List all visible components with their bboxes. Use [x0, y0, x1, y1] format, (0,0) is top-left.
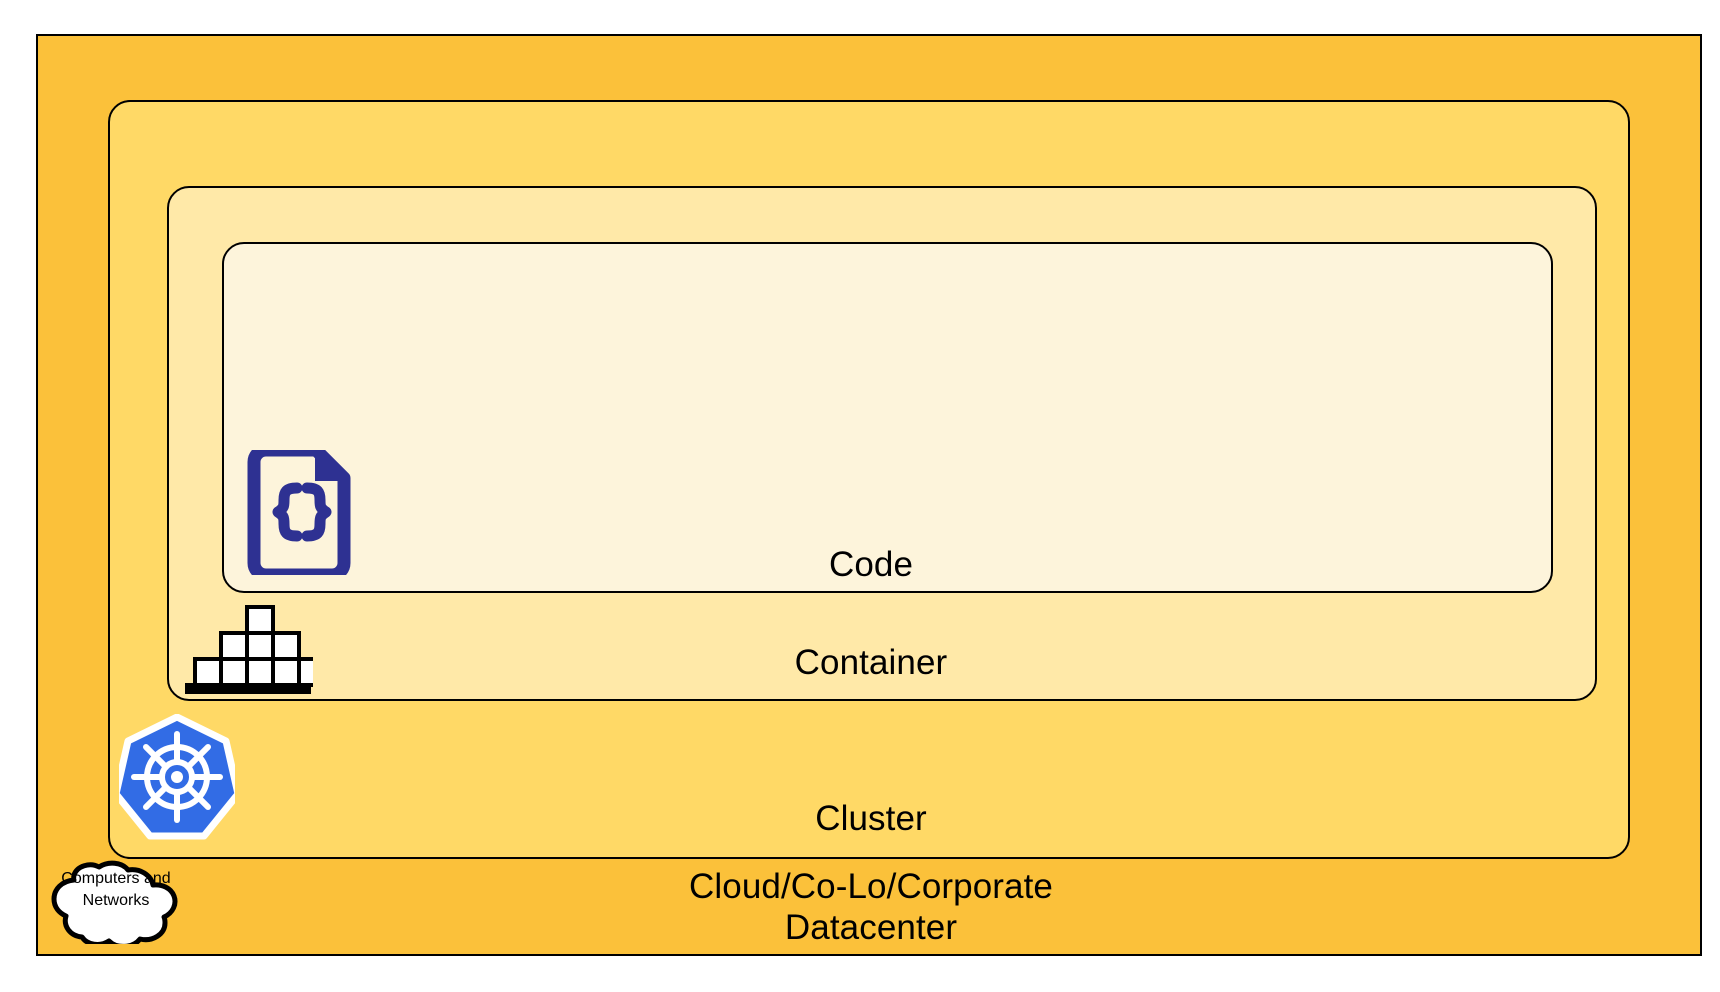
kubernetes-icon: [112, 713, 242, 840]
layer-code[interactable]: [222, 242, 1553, 593]
layer-label-cluster: Cluster: [815, 799, 927, 838]
code-file-icon: [244, 443, 354, 582]
layer-label-code: Code: [828, 545, 914, 584]
layer-label-datacenter: Cloud/Co-Lo/Corporate Datacenter: [689, 867, 1053, 947]
layer-label-container: Container: [794, 643, 948, 682]
container-blocks-icon: [183, 605, 327, 695]
cloud-callout[interactable]: [38, 846, 194, 949]
